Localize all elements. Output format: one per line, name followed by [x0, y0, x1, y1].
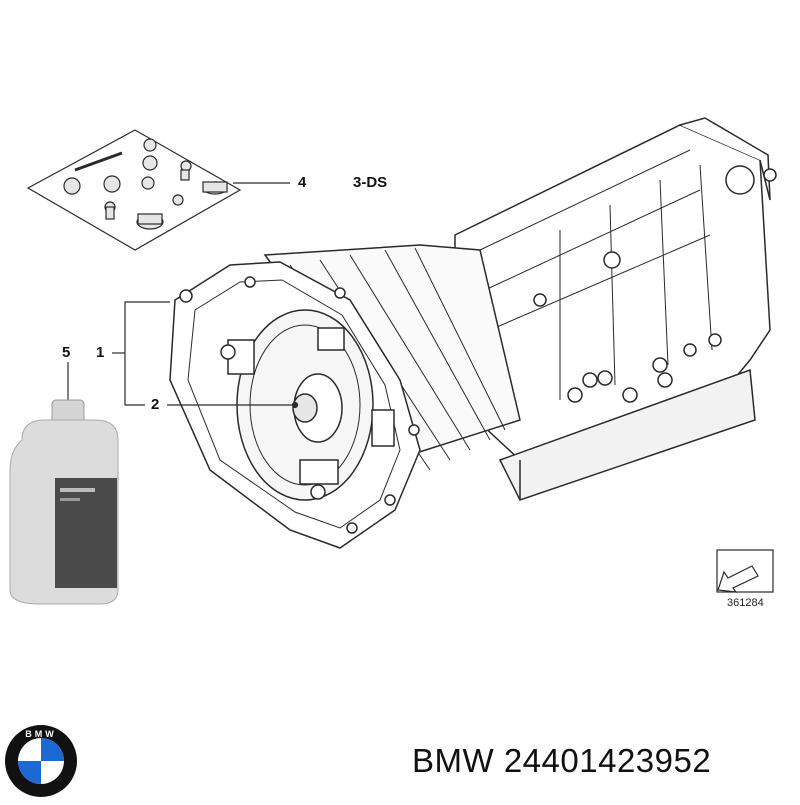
leader-lines-1-2 [112, 301, 299, 409]
callout-4: 4 [298, 174, 307, 191]
callout-2: 2 [151, 396, 160, 413]
reference-number: 361284 [727, 597, 764, 609]
brand-name: BMW [412, 742, 495, 779]
oil-bottle-illustration [9, 362, 119, 605]
reference-arrow-box [716, 549, 774, 593]
part-caption: BMW 24401423952 [412, 742, 711, 780]
bmw-roundel-icon: BMW [5, 725, 77, 797]
screw-kit-illustration [26, 129, 242, 251]
callout-5: 5 [62, 344, 71, 361]
part-number: 24401423952 [503, 742, 712, 779]
variant-label: 3-DS [353, 174, 388, 191]
transmission-illustration [169, 117, 777, 549]
logo-text: BMW [25, 729, 57, 739]
callout-1: 1 [96, 344, 105, 361]
